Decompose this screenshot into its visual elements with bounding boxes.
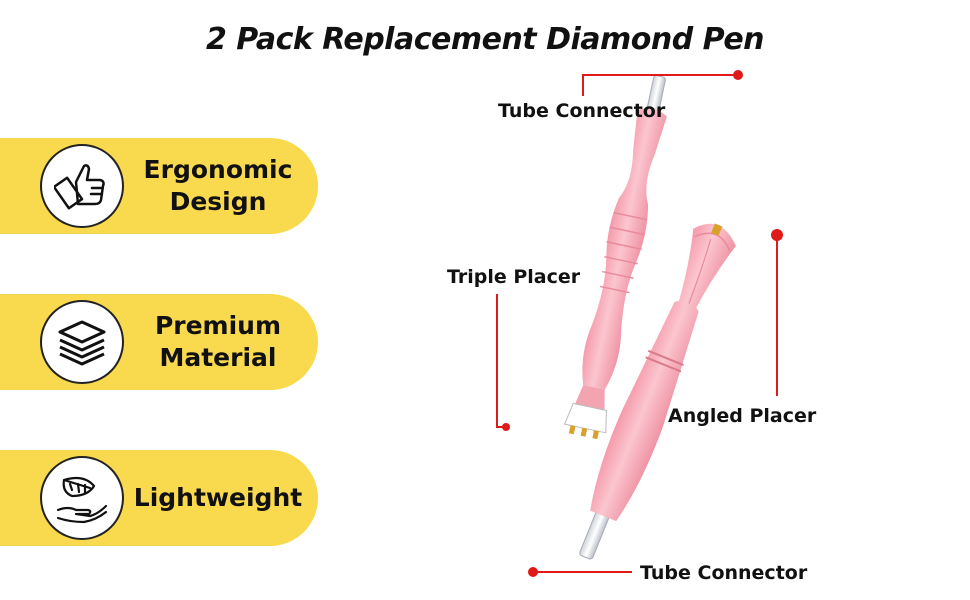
- callout-tube-connector-bottom: Tube Connector: [640, 562, 808, 584]
- feature-label: Ergonomic Design: [143, 155, 293, 216]
- layers-icon: [40, 300, 124, 384]
- page-title: 2 Pack Replacement Diamond Pen: [205, 22, 765, 57]
- feather-hand-icon: [40, 456, 124, 540]
- feature-lightweight: Lightweight: [0, 450, 318, 546]
- feature-premium-material: Premium Material: [0, 294, 318, 390]
- feature-label: Lightweight: [133, 483, 303, 512]
- callout-tube-connector-top: Tube Connector: [498, 100, 666, 122]
- callout-angled-placer: Angled Placer: [668, 405, 817, 427]
- thumbs-up-icon: [40, 144, 124, 228]
- pen-angled-placer: [579, 223, 736, 560]
- pen-triple-placer: [563, 75, 667, 440]
- feature-label: Premium Material: [154, 311, 282, 372]
- feature-ergonomic: Ergonomic Design: [0, 138, 318, 234]
- callout-triple-placer: Triple Placer: [447, 266, 581, 288]
